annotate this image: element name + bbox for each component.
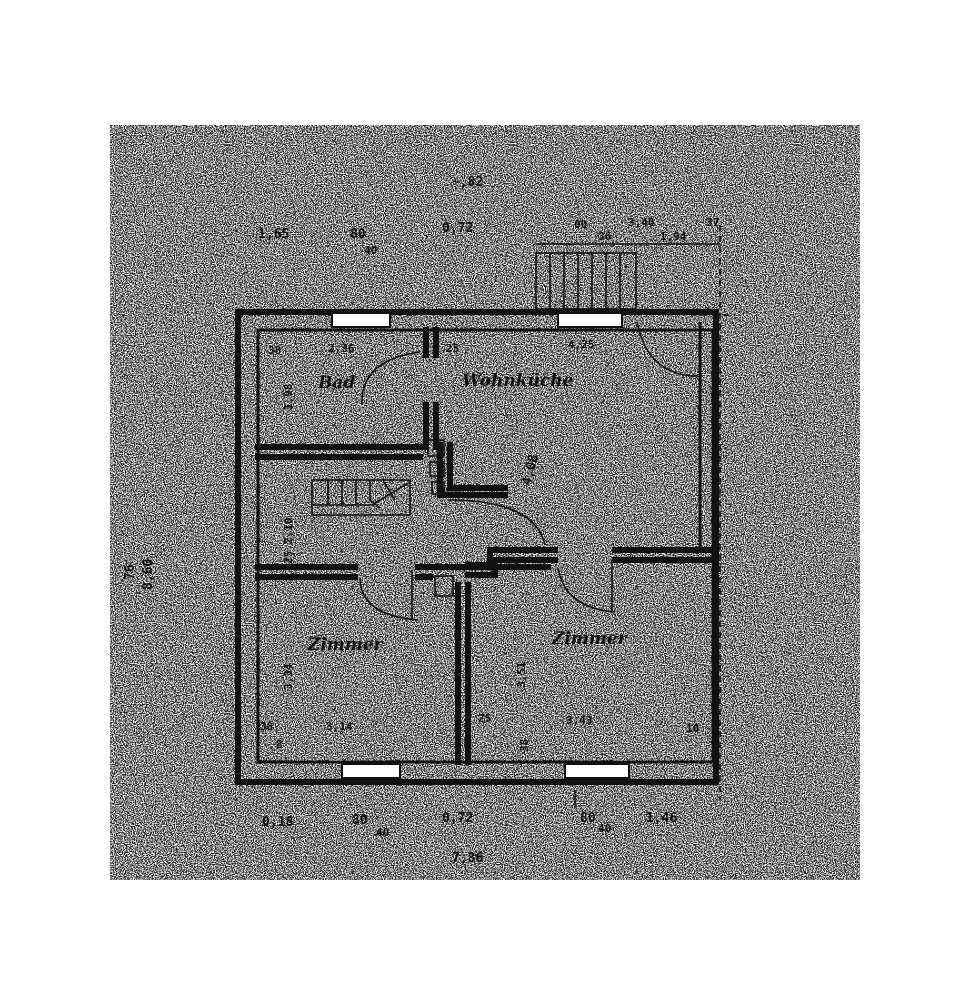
room-top-left-wall-b: 25 (446, 342, 459, 355)
room-bottom-left-depth: 3,34 (282, 663, 295, 690)
room-label-top-left: Bad (317, 373, 355, 393)
top-dim-4c: 37 (706, 216, 719, 229)
entry-steps (535, 225, 735, 800)
room-bottom-right-wall-b: 38 (518, 739, 531, 752)
bottom-overall-dim: 7,86 (452, 851, 483, 866)
room-hall-width: 4,25 (568, 338, 595, 351)
top-dim-4a: 00 (574, 218, 587, 231)
window-bottom-left (341, 763, 401, 779)
window-top-left (331, 312, 391, 328)
room-bottom-left-wall-a: 38 (260, 720, 273, 733)
bottom-dim-5: 1,46 (646, 811, 677, 826)
bottom-dim-2-sub: 40 (376, 826, 389, 839)
door-swings (359, 321, 699, 621)
left-dim-b: 8,60 (141, 559, 156, 590)
bottom-dim-4-sub: 40 (598, 822, 611, 835)
room-stair-width: 2,10 (282, 518, 295, 545)
room-bottom-right-width: 3,43 (566, 714, 593, 727)
room-top-left-depth: 1,98 (282, 384, 295, 411)
window-top-right (557, 312, 623, 328)
top-dim-1: 1,65 (258, 227, 289, 242)
top-dim-3: 0,72 (442, 221, 473, 236)
bottom-dim-2: 80 (352, 813, 368, 828)
room-bottom-right-wall-c: 10 (686, 722, 699, 735)
room-hall: Wohnküche 4,25 4,08 (462, 338, 595, 487)
left-dim-a: 76 (123, 564, 138, 580)
room-bottom-left-width: 3,14 (326, 720, 353, 733)
bottom-dimensions: 0,18 80 40 0,72 80 40 1,46 7,86 (262, 790, 677, 866)
top-dim-4d: 36 (598, 230, 612, 243)
bottom-dim-3: 0,72 (442, 811, 473, 826)
room-label-bottom-right: Zimmer (551, 629, 628, 649)
windows (331, 312, 630, 779)
room-bottom-left: Zimmer 3,34 3,14 38 8 (260, 635, 384, 751)
room-label-bottom-left: Zimmer (307, 635, 384, 655)
interior-stair (311, 439, 454, 597)
top-overall-dim: ~,82 (452, 175, 483, 190)
top-dim-2-sub: 40 (364, 244, 377, 257)
room-label-hall: Wohnküche (462, 371, 574, 391)
top-dim-4e: 1,94 (660, 230, 687, 243)
top-dimensions: ~,82 1,65 80 40 0,72 00 3,40 37 36 1,94 (258, 175, 719, 257)
window-bottom-right (564, 763, 630, 779)
room-bottom-right-wall-a: 25 (478, 712, 491, 725)
room-bottom-left-wall-b: 8 (276, 738, 283, 751)
top-dim-2: 80 (350, 227, 366, 242)
bottom-dim-4: 80 (580, 811, 596, 826)
room-bottom-right-depth: 3,51 (515, 661, 528, 688)
interior-walls (255, 322, 716, 765)
left-dimensions: 76 8,60 (123, 559, 156, 590)
room-bottom-right: Zimmer 3,51 3,43 25 38 10 (478, 629, 699, 752)
room-stair-wall: 25 (282, 551, 295, 564)
room-top-left-width: 2,36 (328, 342, 355, 355)
room-stair: 2,10 25 (282, 518, 295, 565)
room-top-left: Bad 2,36 1,98 38 25 (268, 342, 459, 410)
bottom-dim-1: 0,18 (262, 815, 293, 830)
room-top-left-wall-a: 38 (268, 344, 281, 357)
top-dim-4b: 3,40 (628, 216, 655, 229)
